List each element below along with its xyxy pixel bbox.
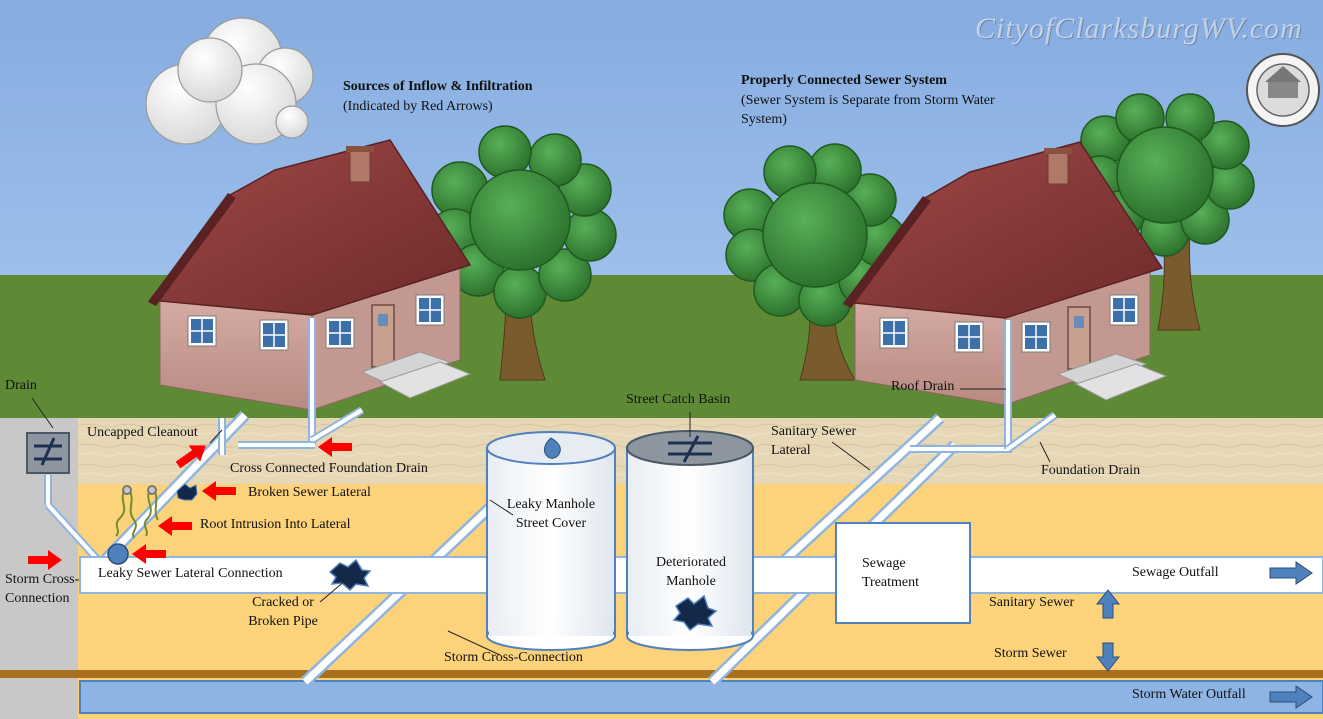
left-heading-title: Sources of Inflow & Infiltration: [343, 79, 533, 94]
drain-label: Drain: [5, 378, 37, 393]
storm-water-outfall-label: Storm Water Outfall: [1132, 687, 1246, 702]
leaky-sewer-lateral-connection-label: Leaky Sewer Lateral Connection: [98, 566, 283, 581]
left-sewer-lateral: [44, 318, 365, 565]
leaky-manhole-label: Leaky Manhole Street Cover: [506, 497, 596, 531]
crack-mark-lateral: [176, 483, 198, 501]
leaky-manhole-cylinder: [486, 431, 616, 651]
crack-mark-manhole: [672, 594, 718, 632]
sanitary-sewer-up-arrow: [1095, 589, 1121, 619]
catch-basin-cylinder: [626, 430, 754, 651]
drain-leader-line: [31, 397, 54, 429]
street-catch-basin-label: Street Catch Basin: [626, 392, 731, 407]
sewage-outfall-arrow: [1269, 561, 1313, 585]
left-heading-subtitle: (Indicated by Red Arrows): [343, 99, 493, 114]
right-heading-subtitle: (Sewer System is Separate from Storm Wat…: [741, 93, 995, 127]
sewage-treatment-label: Sewage Treatment: [862, 556, 920, 590]
storm-cross-connection-left-label: Storm Cross- Connection: [5, 572, 80, 606]
storm-water-pipe: [79, 680, 1323, 714]
deteriorated-manhole-label: Deteriorated Manhole: [656, 555, 726, 589]
cloud: [145, 17, 314, 145]
city-seal: [1246, 53, 1320, 127]
watermark-text: CityofClarksburgWV.com: [975, 12, 1303, 45]
leader-lines: [209, 388, 1051, 656]
storm-outfall-arrow: [1269, 685, 1313, 709]
sewage-outfall-label: Sewage Outfall: [1132, 565, 1219, 580]
leaky-connection-joint: [107, 543, 129, 565]
storm-cross-connection-label: Storm Cross-Connection: [444, 650, 583, 665]
broken-sewer-lateral-label: Broken Sewer Lateral: [248, 485, 371, 500]
foundation-drain-label: Foundation Drain: [1041, 463, 1141, 478]
storm-sewer-down-arrow: [1095, 642, 1121, 672]
right-heading-title: Properly Connected Sewer System: [741, 73, 947, 88]
cross-connected-foundation-drain-label: Cross Connected Foundation Drain: [230, 461, 428, 476]
crack-mark-pipe: [328, 558, 372, 592]
sanitary-sewer-lateral-label: Sanitary Sewer Lateral: [771, 424, 857, 458]
drain-grate-icon: [26, 432, 70, 474]
right-house: [843, 141, 1168, 406]
uncapped-cleanout-label: Uncapped Cleanout: [87, 425, 198, 440]
cracked-pipe-label: Cracked or Broken Pipe: [248, 595, 318, 629]
roof-drain-label: Roof Drain: [891, 379, 955, 394]
storm-sewer-label: Storm Sewer: [994, 646, 1067, 661]
root-intrusion-icon: [115, 485, 159, 539]
right-tree-left: [723, 143, 907, 381]
left-house: [148, 139, 472, 411]
root-intrusion-label: Root Intrusion Into Lateral: [200, 517, 351, 532]
sewage-treatment-box: [835, 522, 971, 624]
sanitary-lateral-pipe-right: [780, 320, 1058, 565]
sanitary-sewer-label: Sanitary Sewer: [989, 595, 1075, 610]
